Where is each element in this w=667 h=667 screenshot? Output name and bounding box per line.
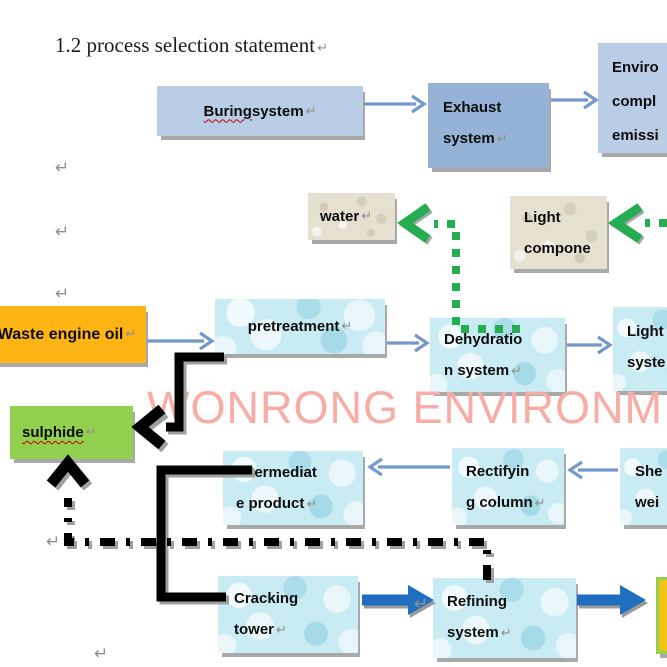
enviro-line1: Enviro xyxy=(612,59,659,76)
pilcrow-mark: ↵ xyxy=(317,41,328,56)
water-label: water xyxy=(320,208,360,225)
flow-node-waste-engine-oil[interactable]: Waste engine oil↵ xyxy=(0,306,146,363)
rectifying-line2: g column xyxy=(466,494,533,511)
flow-node-environment-compliant-emission[interactable]: Enviro compl emissi xyxy=(598,43,667,153)
flow-node-light-system[interactable]: Light syste xyxy=(613,307,667,391)
cracking-line1: Cracking xyxy=(234,590,299,607)
dashed-arrow-refining-to-sulphide xyxy=(46,454,491,580)
refining-line1: Refining xyxy=(447,593,507,610)
pretreatment-label: pretreatment xyxy=(247,318,340,335)
light-compone-line1: Light xyxy=(524,209,561,226)
arrow-pretreatment-to-sulphide xyxy=(131,352,224,450)
exhaust-line2: system xyxy=(443,130,495,147)
flow-node-end-product[interactable] xyxy=(656,577,667,654)
pilcrow-mark: ↵ xyxy=(306,497,318,512)
pilcrow-mark: ↵ xyxy=(496,132,508,147)
pilcrow-mark: ↵ xyxy=(361,209,373,224)
arrow-pretreatment-to-dehydration xyxy=(387,333,430,353)
pilcrow-mark: ↵ xyxy=(55,222,70,242)
light-compone-line2: compone xyxy=(524,240,591,257)
arrow-rectifying-to-intermediate xyxy=(367,457,450,477)
cracking-line2: tower xyxy=(234,621,275,638)
buring-word: Buring xyxy=(203,102,252,120)
buring-rest: system xyxy=(251,102,304,120)
pilcrow-mark: ↵ xyxy=(341,319,353,334)
arrow-exhaust-to-enviro xyxy=(551,90,599,110)
flow-node-rectifying-column[interactable]: Rectifyin g column↵ xyxy=(452,448,564,525)
arrow-refining-to-end-product xyxy=(577,585,646,615)
intermediate-line1: Intermediat xyxy=(236,464,317,481)
dashed-arrow-dehydration-to-water xyxy=(397,203,520,333)
page-title-text: 1.2 process selection statement xyxy=(55,33,316,57)
waste-oil-label: Waste engine oil xyxy=(0,325,124,343)
arrow-dehydration-to-light-system xyxy=(567,335,613,355)
arrow-waste-oil-to-pretreatment xyxy=(147,331,215,351)
pilcrow-mark: ↵ xyxy=(534,496,546,511)
pilcrow-mark: ↵ xyxy=(305,103,317,119)
flow-node-buring-system[interactable]: Buring system↵ xyxy=(157,86,363,136)
shell-weight-line2: wei xyxy=(635,494,660,511)
arrow-buring-to-exhaust xyxy=(364,94,427,114)
light-system-line1: Light xyxy=(627,323,664,340)
shell-weight-line1: She xyxy=(635,463,663,480)
thin-blue-arrows xyxy=(147,90,618,480)
arrow-shell-weight-to-rectifying xyxy=(567,460,618,480)
refining-line2: system xyxy=(447,624,499,641)
pilcrow-mark: ↵ xyxy=(94,644,109,664)
connector-intermediate-to-cracking xyxy=(156,465,252,602)
pilcrow-mark: ↵ xyxy=(55,158,70,178)
dehydration-line2: n system xyxy=(444,362,510,379)
arrow-cracking-to-refining xyxy=(362,585,434,615)
enviro-line2: compl xyxy=(612,93,657,110)
dashed-arrow-to-light-component xyxy=(607,203,667,243)
flow-node-exhaust-system[interactable]: Exhaust system↵ xyxy=(428,83,549,168)
flow-node-water[interactable]: water↵ xyxy=(308,193,395,240)
flow-node-shell-weight[interactable]: She wei xyxy=(620,448,667,525)
pilcrow-mark: ↵ xyxy=(511,364,522,379)
rectifying-line1: Rectifyin xyxy=(466,463,530,480)
flow-node-refining-system[interactable]: Refining system↵ xyxy=(433,578,576,658)
pilcrow-mark: ↵ xyxy=(125,327,137,342)
pilcrow-mark: ↵ xyxy=(500,626,512,641)
light-system-line2: syste xyxy=(627,354,666,371)
page-title: 1.2 process selection statement↵ xyxy=(55,33,328,58)
sulphide-label: sulphide xyxy=(22,424,84,441)
flow-node-dehydration-system[interactable]: Dehydratio n system↵ xyxy=(430,318,565,392)
pilcrow-mark: ↵ xyxy=(276,623,287,638)
flow-node-light-component[interactable]: Light compone xyxy=(510,196,607,269)
dehydration-line1: Dehydratio xyxy=(444,331,523,348)
pilcrow-mark: ↵ xyxy=(46,532,61,552)
flow-node-intermediate-product[interactable]: Intermediat e product↵ xyxy=(223,451,363,525)
connector-shadows xyxy=(49,205,648,618)
enviro-line3: emissi xyxy=(612,127,659,144)
flow-node-sulphide[interactable]: sulphide↵ xyxy=(10,406,133,459)
exhaust-line1: Exhaust xyxy=(443,99,502,116)
flow-node-cracking-tower[interactable]: Cracking tower↵ xyxy=(218,576,358,653)
intermediate-line2: e product xyxy=(236,495,305,512)
pilcrow-mark: ↵ xyxy=(414,594,429,614)
flow-node-pretreatment[interactable]: pretreatment↵ xyxy=(215,299,385,354)
pilcrow-mark: ↵ xyxy=(55,284,70,304)
pilcrow-mark: ↵ xyxy=(85,425,97,440)
watermark-text: WONRONG ENVIRONM xyxy=(147,382,663,433)
